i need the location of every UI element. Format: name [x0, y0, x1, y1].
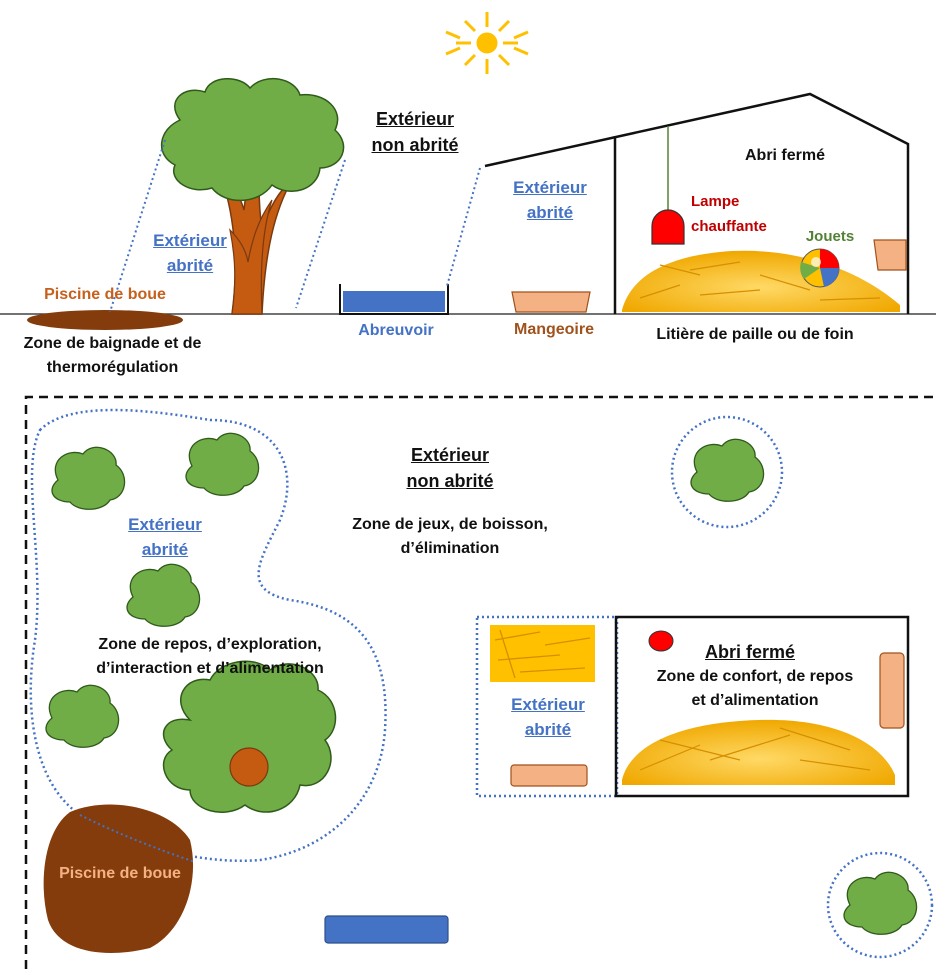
barn-side	[484, 92, 910, 314]
barn-feeder-side	[873, 239, 907, 271]
bush-2	[185, 432, 260, 496]
bush-shade-ring-bottom	[826, 851, 934, 959]
mud-pool-side	[27, 310, 183, 330]
straw-pile-side	[622, 250, 900, 312]
top-shaded-left-label: Extérieur abrité	[128, 515, 202, 559]
side-heat-lamp-label: Lampe chauffante	[691, 193, 767, 235]
side-outdoor-open-label: Extérieur non abrité	[371, 109, 459, 155]
side-shaded-roof-label: Extérieur abrité	[513, 178, 587, 222]
roof-shade-line	[446, 167, 481, 287]
toy-ball-icon	[800, 248, 840, 288]
top-closed-shelter-label: Abri fermé	[704, 642, 796, 662]
top-closed-shelter-zone-label: Zone de confort, de repos et d’alimentat…	[656, 668, 854, 709]
side-shaded-tree-label: Extérieur abrité	[153, 231, 227, 275]
bush-4	[45, 684, 120, 748]
side-mud-zone-label: Zone de baignade et de thermorégulation	[23, 335, 202, 376]
feeder-top-shelter	[879, 652, 905, 729]
shaded-area-right	[475, 615, 619, 798]
side-litter-label: Litière de paille ou de foin	[656, 326, 854, 343]
side-water-trough-label: Abreuvoir	[358, 322, 434, 339]
bush-5	[690, 438, 765, 502]
water-trough-side	[339, 284, 449, 315]
hay-bale-icon	[490, 625, 595, 682]
water-trough-top	[324, 915, 449, 944]
bush-shade-ring-top	[670, 415, 784, 529]
bush-1	[51, 446, 126, 510]
feeder-top-shaded	[510, 764, 588, 787]
closed-shelter-top	[614, 615, 910, 798]
sun-icon	[445, 12, 529, 74]
tree-shade-lines	[109, 139, 346, 313]
top-outdoor-open-label: Extérieur non abrité	[406, 445, 494, 491]
side-toys-label: Jouets	[805, 228, 855, 245]
side-mud-pool-label: Piscine de boue	[44, 286, 166, 303]
straw-pile-top	[622, 719, 895, 785]
big-tree-top	[162, 660, 337, 813]
heat-lamp-top-icon	[648, 630, 674, 652]
feeder-side	[511, 291, 591, 313]
shaded-area-outline	[29, 408, 387, 862]
big-tree-side	[160, 77, 345, 315]
heat-lamp-icon	[651, 126, 685, 245]
top-shaded-right-label: Extérieur abrité	[511, 695, 585, 739]
bush-3	[126, 563, 201, 627]
side-closed-shelter-label: Abri fermé	[744, 147, 826, 164]
shade-line-over-mud	[79, 814, 196, 863]
mud-pool-top	[43, 804, 194, 953]
bush-6	[843, 871, 918, 935]
top-outdoor-open-zone-label: Zone de jeux, de boisson, d’élimination	[352, 516, 548, 557]
enclosure-fence	[24, 395, 936, 969]
top-shaded-left-zone-label: Zone de repos, d’exploration, d’interact…	[96, 636, 324, 677]
side-feeder-label: Mangeoire	[513, 321, 594, 338]
top-mud-pool-label: Piscine de boue	[59, 865, 181, 882]
